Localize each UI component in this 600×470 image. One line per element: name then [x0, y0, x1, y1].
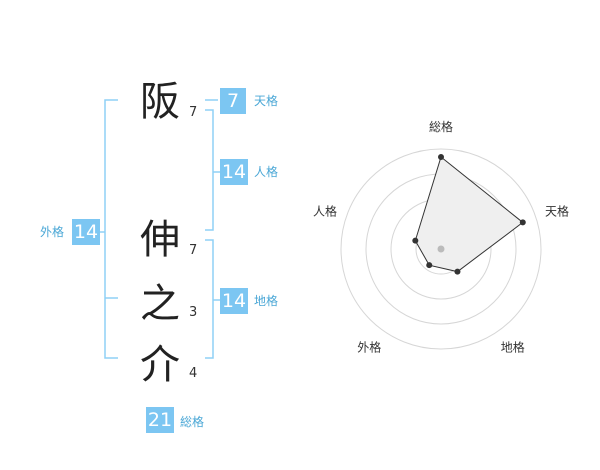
radar-ring: [340, 148, 542, 350]
radar-polygon: [414, 156, 524, 273]
stroke-count-2: 7: [189, 243, 198, 258]
stroke-count-3: 3: [189, 305, 198, 320]
radar-axis-label: 外格: [357, 340, 381, 355]
radar-center: [437, 245, 445, 253]
radar-point-2: [519, 219, 526, 226]
jinkaku-label: 人格: [254, 165, 279, 179]
tenkaku-label: 天格: [254, 94, 279, 108]
radar-point-5: [412, 237, 419, 244]
tenkaku-value: 7: [220, 88, 246, 114]
radar-axis-label: 天格: [545, 203, 569, 218]
stroke-count-1: 7: [189, 105, 198, 120]
stroke-count-4: 4: [189, 366, 198, 381]
soukaku-label: 総格: [180, 415, 205, 429]
radar-axis-label: 地格: [501, 340, 525, 355]
soukaku-value: 21: [146, 407, 174, 433]
radar-axis-label: 人格: [313, 203, 337, 218]
jinkaku-value: 14: [220, 159, 248, 185]
radar-point-4: [426, 262, 433, 269]
gaikaku-value: 14: [72, 219, 100, 245]
gaikaku-label: 外格: [40, 225, 65, 239]
name-char-3: 之: [140, 281, 180, 327]
chikaku-value: 14: [220, 288, 248, 314]
name-char-1: 阪: [140, 79, 180, 125]
chikaku-label: 地格: [254, 294, 279, 308]
radar-point-3: [454, 268, 461, 275]
name-char-2: 伸: [140, 217, 180, 263]
radar-axis-label: 総格: [429, 119, 453, 134]
radar-point-1: [438, 154, 444, 160]
name-char-4: 介: [140, 342, 180, 388]
